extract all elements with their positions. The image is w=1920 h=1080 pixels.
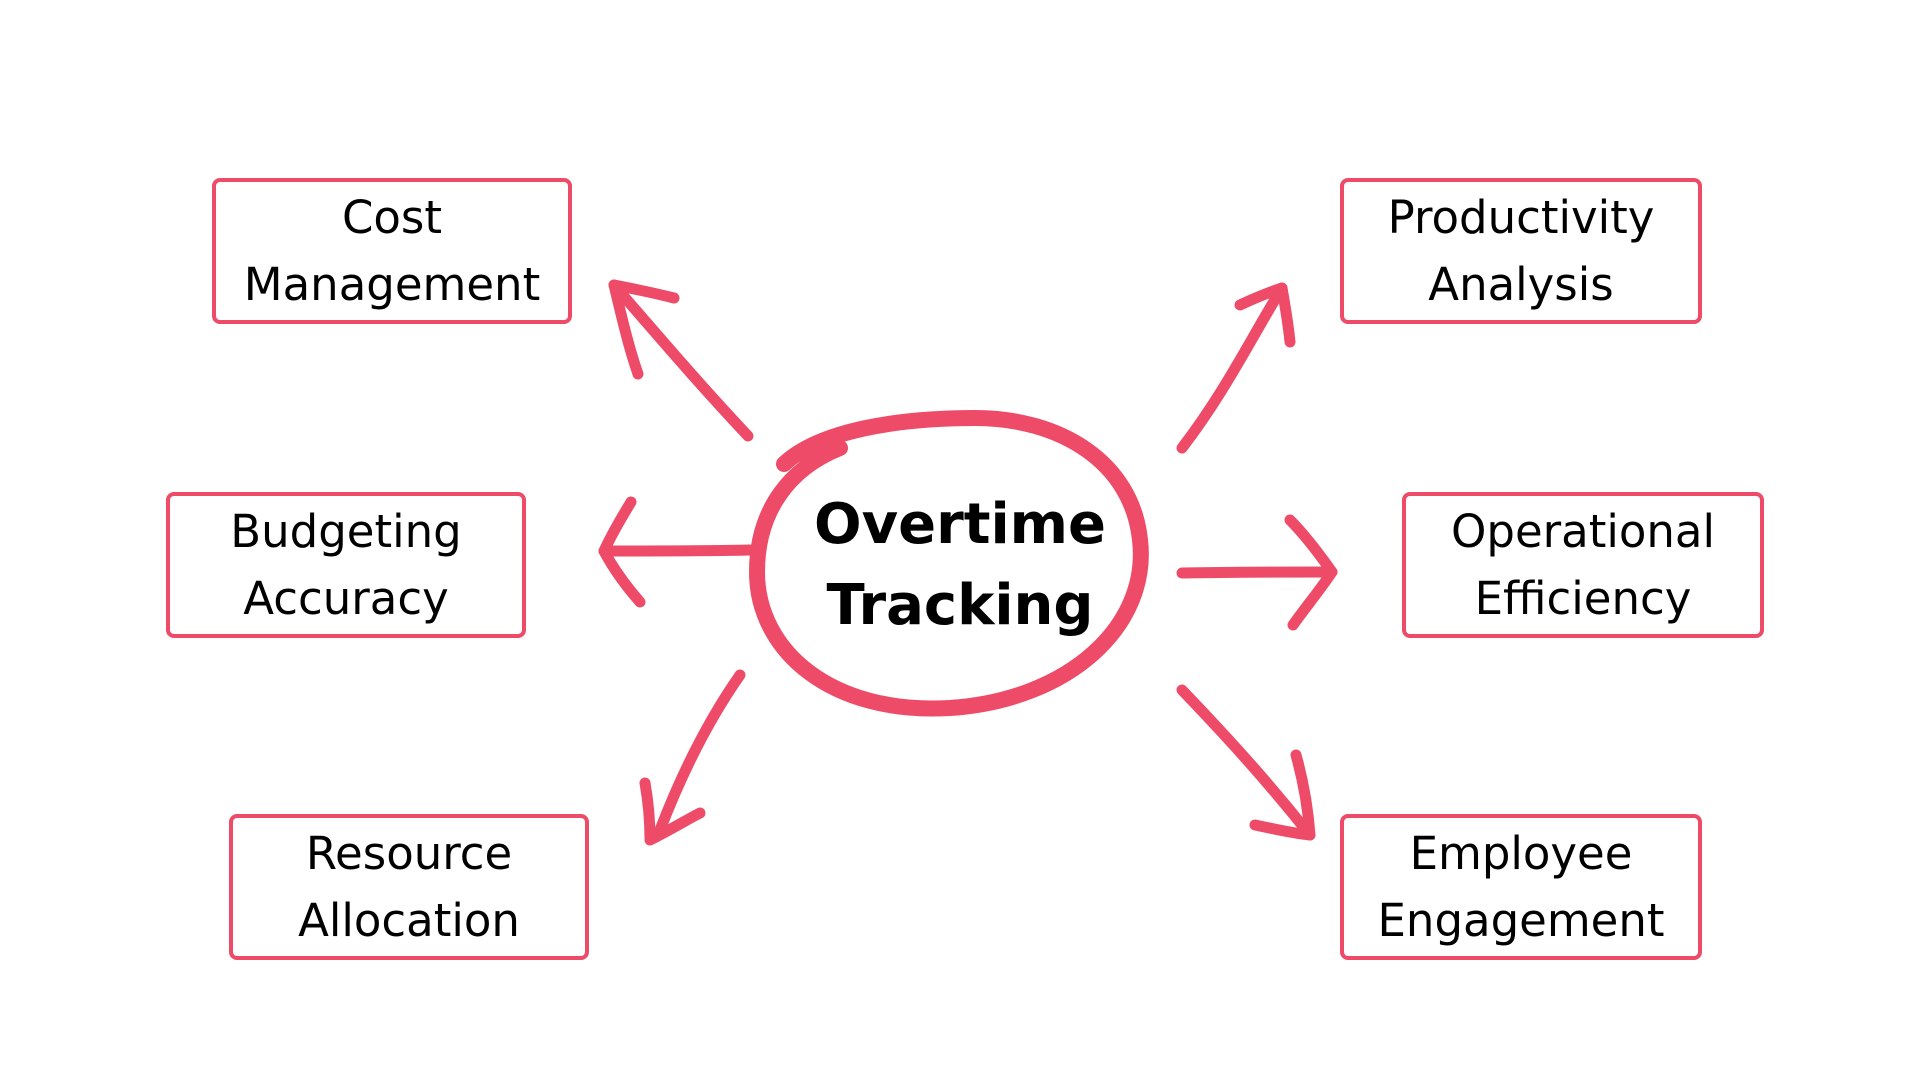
arrowhead-resource-allocation <box>639 777 706 846</box>
node-label-line1: Productivity <box>1387 190 1655 244</box>
center-circle-shape <box>749 410 1149 717</box>
node-budgeting-accuracy: Budgeting Accuracy <box>166 492 526 638</box>
node-label-line2: Engagement <box>1377 894 1665 947</box>
node-label-line2: Accuracy <box>243 572 449 625</box>
node-label-line2: Allocation <box>298 894 520 947</box>
arrow-to-productivity-analysis <box>1176 282 1288 454</box>
center-label-line1: Overtime <box>813 491 1106 557</box>
arrowhead-operational-efficiency <box>1284 514 1338 631</box>
node-cost-management: Cost Management <box>212 178 572 324</box>
arrow-to-budgeting-accuracy <box>598 544 756 557</box>
center-label: Overtime Tracking <box>770 475 1150 655</box>
node-label-line1: Employee <box>1409 826 1633 880</box>
node-label-line2: Efficiency <box>1474 572 1692 625</box>
node-label-line1: Operational <box>1450 504 1716 558</box>
center-label-line2: Tracking <box>826 573 1094 638</box>
arrow-to-cost-management <box>608 279 754 442</box>
arrowhead-cost-management <box>608 279 680 380</box>
node-operational-efficiency: Operational Efficiency <box>1402 492 1764 638</box>
node-label-line2: Analysis <box>1428 258 1614 311</box>
arrow-to-operational-efficiency <box>1176 566 1338 579</box>
node-label-line1: Cost <box>341 190 443 244</box>
node-label-line1: Budgeting <box>230 504 462 558</box>
arrowhead-budgeting-accuracy <box>598 496 646 608</box>
node-label-line1: Resource <box>305 826 513 880</box>
node-employee-engagement: Employee Engagement <box>1340 814 1702 960</box>
node-productivity-analysis: Productivity Analysis <box>1340 178 1702 324</box>
arrow-to-resource-allocation <box>654 669 746 836</box>
node-label-line2: Management <box>243 258 541 311</box>
arrow-to-employee-engagement <box>1176 684 1316 841</box>
arrowhead-productivity-analysis <box>1234 282 1296 348</box>
arrowhead-employee-engagement <box>1249 749 1316 841</box>
node-resource-allocation: Resource Allocation <box>229 814 589 960</box>
